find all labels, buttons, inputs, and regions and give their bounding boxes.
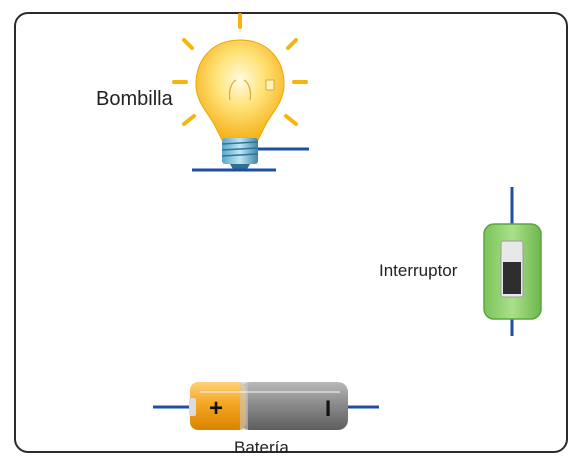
bulb-rays-icon: [172, 13, 308, 126]
switch-label: Interruptor: [379, 261, 458, 280]
battery-label: Batería: [234, 438, 289, 457]
toggle-switch-icon: [483, 223, 542, 320]
battery-positive-symbol: +: [209, 395, 223, 422]
diagram-frame: [14, 12, 568, 453]
bulb-label: Bombilla: [96, 88, 173, 110]
bulb-wire: [192, 147, 309, 172]
battery-icon: + I: [189, 382, 348, 430]
battery-negative-symbol: I: [325, 396, 331, 421]
lightbulb-icon: [195, 39, 285, 171]
